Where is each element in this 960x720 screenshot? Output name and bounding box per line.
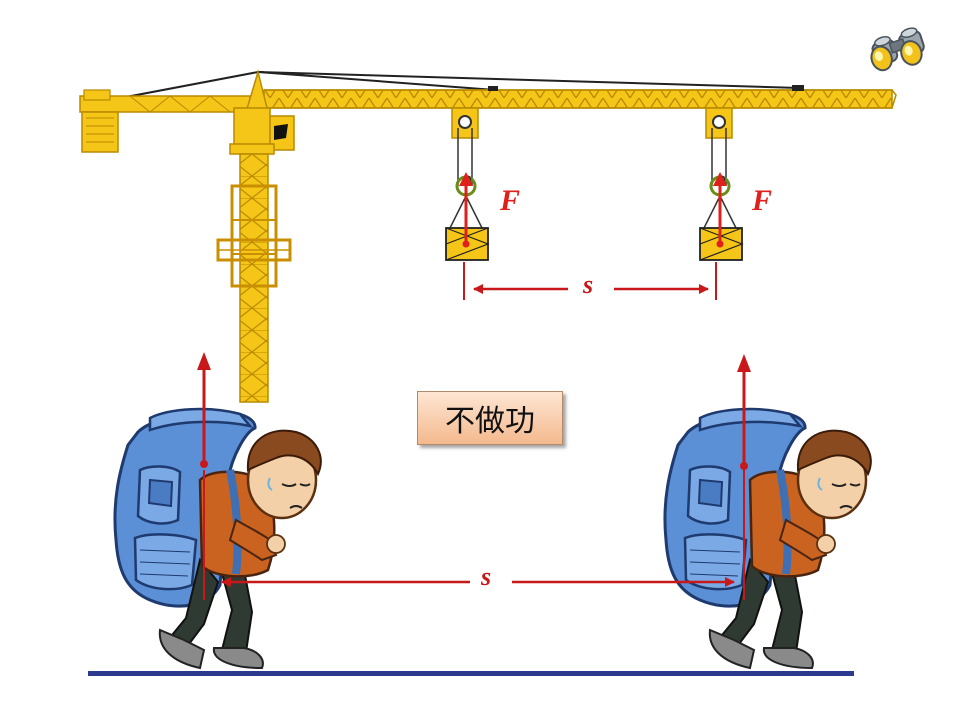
hiker-right — [665, 409, 871, 668]
force-label-left: F — [500, 184, 521, 217]
force-arrow-left — [459, 172, 473, 248]
hiker-left — [113, 407, 322, 670]
crane-distance-label: s — [583, 270, 594, 299]
binoculars-icon[interactable] — [866, 22, 936, 78]
no-work-label: 不做功 — [445, 404, 535, 439]
force-arrow-right — [713, 172, 727, 248]
hiker-distance-label: s — [481, 562, 492, 591]
no-work-label-box: 不做功 — [417, 391, 563, 445]
support-arrow-left — [197, 352, 211, 468]
support-arrow-right — [737, 354, 751, 470]
hoist-left — [449, 107, 483, 229]
crane-distance-arrow — [463, 262, 717, 300]
crane — [79, 69, 897, 403]
force-label-right: F — [752, 184, 773, 217]
hiker-distance-arrow — [203, 470, 745, 600]
ground-line — [88, 671, 854, 676]
